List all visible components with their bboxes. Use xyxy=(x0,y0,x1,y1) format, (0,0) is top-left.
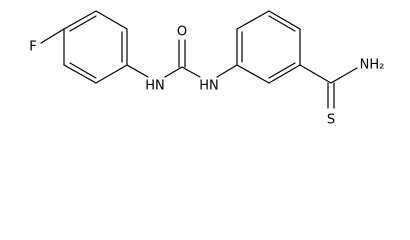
bond xyxy=(268,15,296,32)
bond xyxy=(126,64,149,78)
urea-linker xyxy=(126,39,201,78)
fluorophenyl-ring xyxy=(40,10,128,84)
bond xyxy=(63,64,97,84)
bond xyxy=(95,10,128,30)
bond xyxy=(63,10,97,30)
right-nh-label: HN xyxy=(199,79,219,94)
thioamide-phenyl-ring xyxy=(216,10,301,84)
bond xyxy=(181,66,201,78)
amide-nh2-label: NH₂ xyxy=(360,58,385,73)
thioamide-group xyxy=(299,64,358,109)
bond xyxy=(40,28,65,44)
bond xyxy=(216,64,238,78)
carbonyl-oxygen-label: O xyxy=(177,25,187,40)
bond xyxy=(69,15,97,32)
bond xyxy=(95,64,128,84)
left-nh-label: HN xyxy=(145,79,165,94)
fluorine-label: F xyxy=(29,40,36,55)
sulfur-label: S xyxy=(327,113,335,128)
bond xyxy=(236,64,270,84)
bond xyxy=(268,62,296,79)
bond xyxy=(236,10,270,30)
bond xyxy=(164,66,183,78)
bond xyxy=(299,64,332,84)
bond xyxy=(268,10,301,30)
molecule-structure: F O HN HN NH₂ S xyxy=(29,10,385,128)
bond xyxy=(69,62,97,79)
bond xyxy=(330,67,358,84)
bond xyxy=(268,64,301,84)
